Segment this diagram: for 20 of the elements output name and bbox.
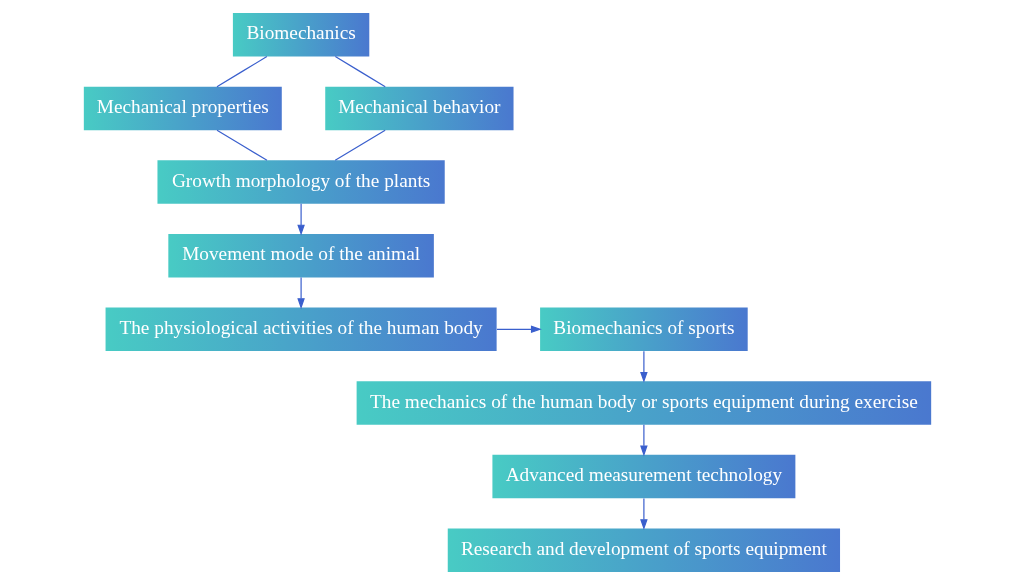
arrow <box>640 497 648 531</box>
connector <box>334 129 386 161</box>
arrow <box>297 276 305 310</box>
arrow <box>640 350 648 383</box>
arrow <box>640 424 648 457</box>
node-box: The mechanics of the human body or sports equipment during exercise <box>356 381 932 425</box>
node-box: Research and development of sports equipment <box>447 528 841 572</box>
node-box: Biomechanics of sports <box>540 307 748 352</box>
node-box: Biomechanics <box>232 13 370 57</box>
connector <box>216 56 268 88</box>
arrow <box>496 325 542 334</box>
connector <box>216 129 268 161</box>
node-box: The physiological activities of the human body <box>105 307 497 352</box>
connector <box>334 56 386 88</box>
node-box: Mechanical properties <box>83 86 282 131</box>
node-box: Advanced measurement technology <box>492 454 796 499</box>
arrow <box>297 203 305 236</box>
node-box: Movement mode of the animal <box>168 233 434 278</box>
node-box: Mechanical behavior <box>325 86 514 131</box>
node-box: Growth morphology of the plants <box>157 160 445 204</box>
